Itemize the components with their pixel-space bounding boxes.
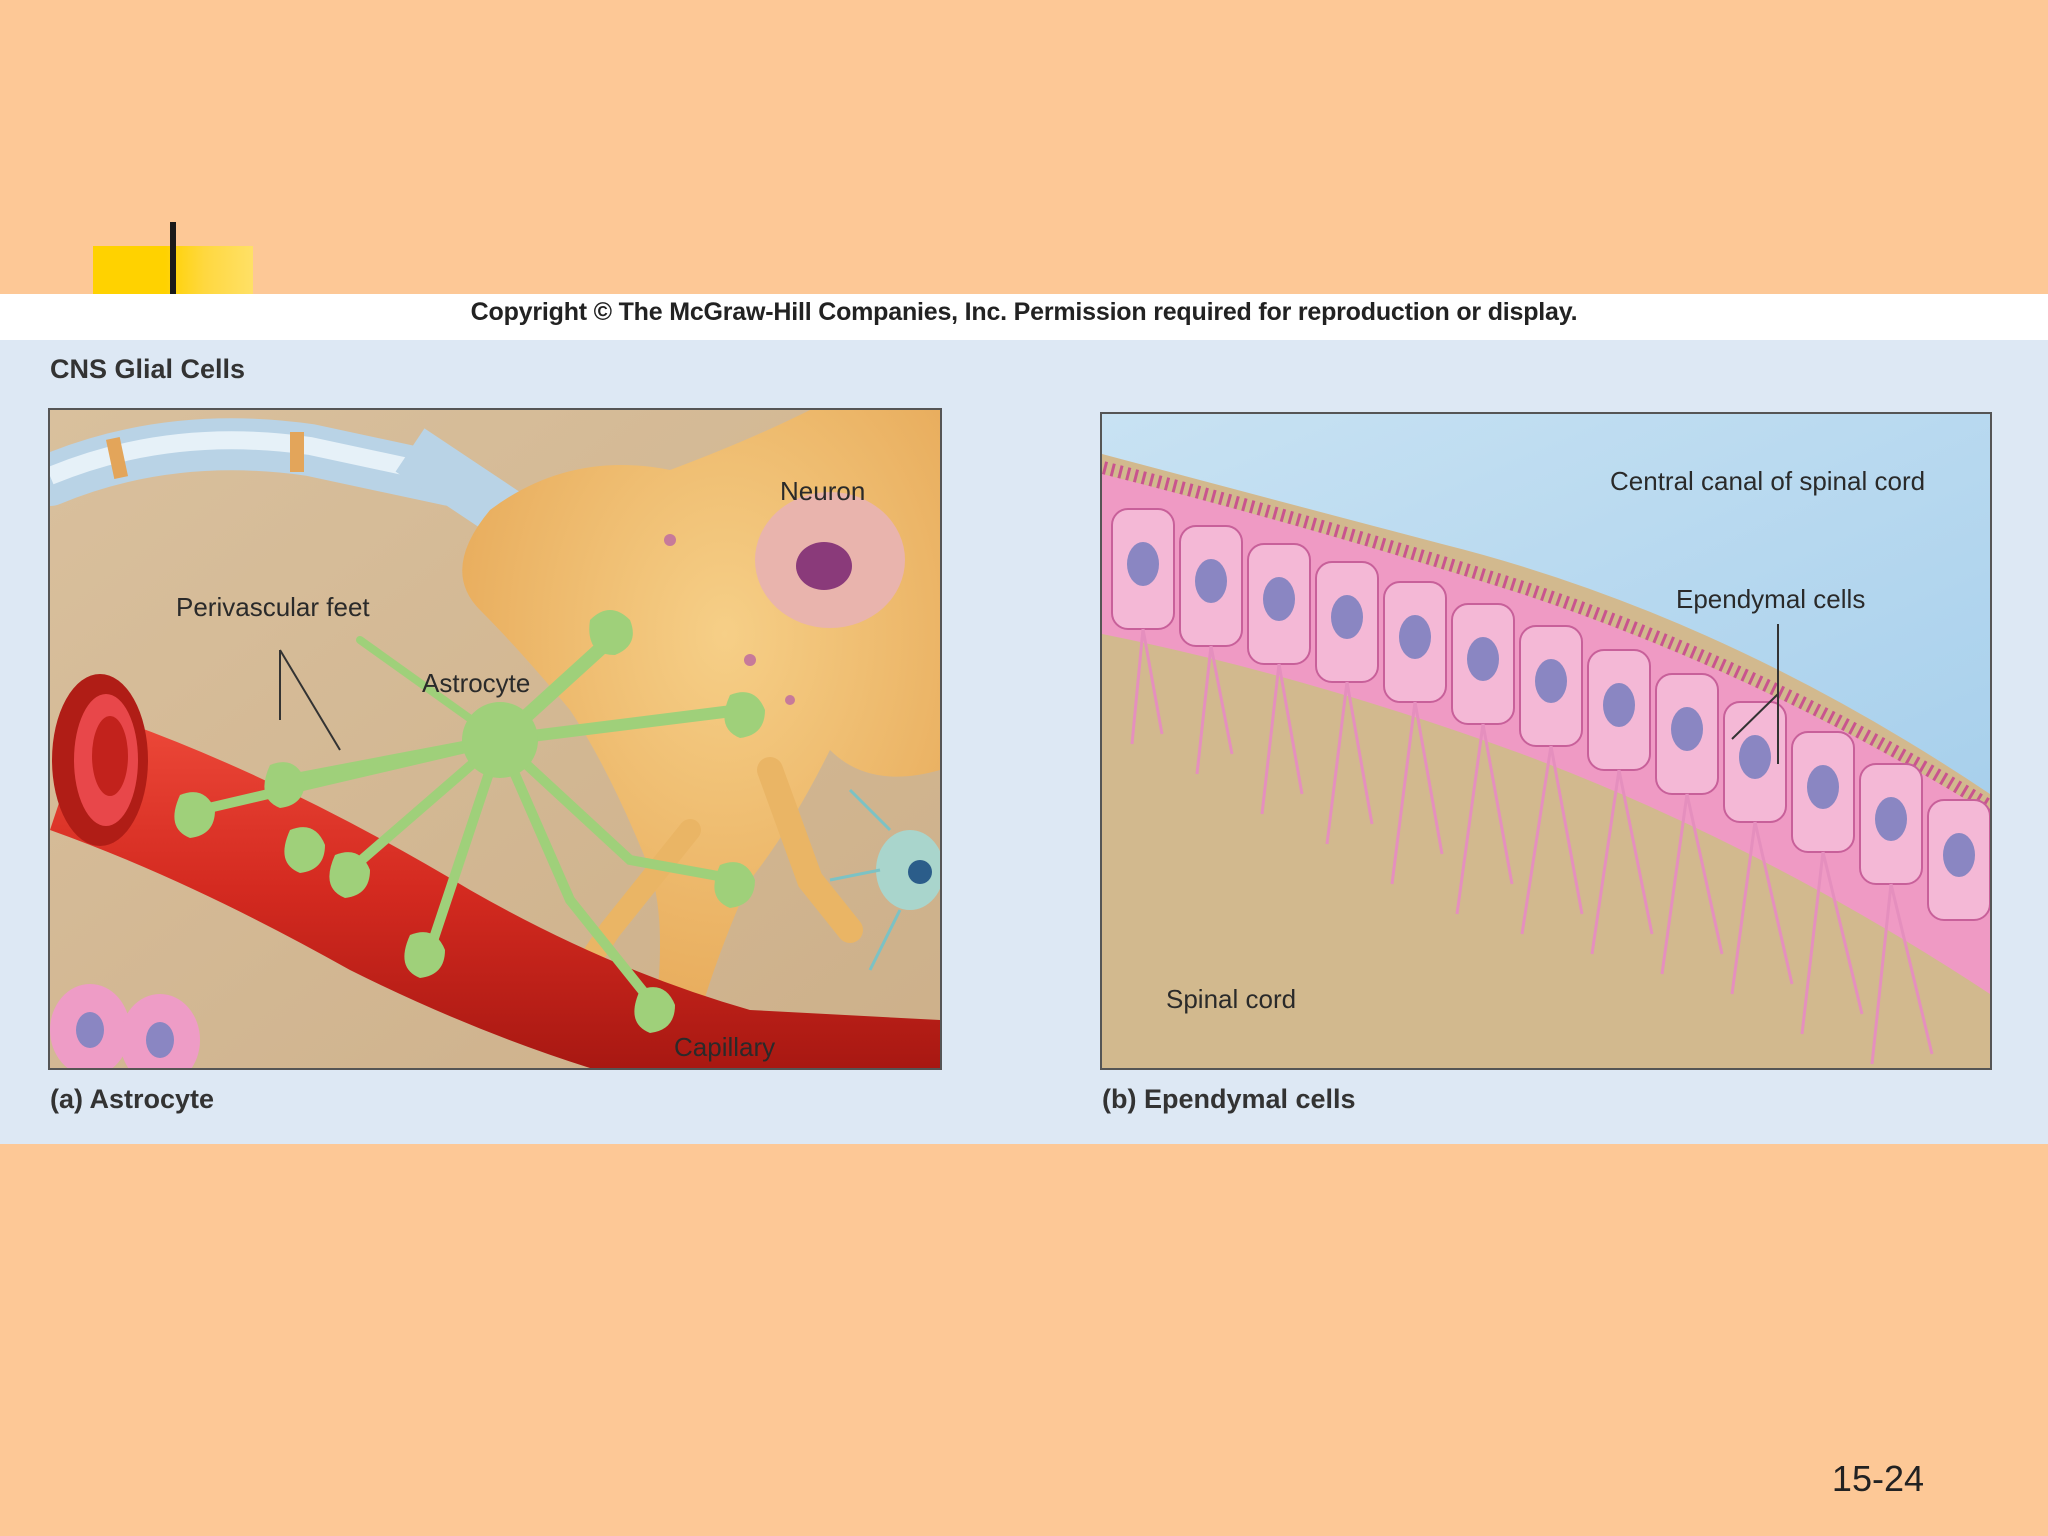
- copyright-notice: Copyright © The McGraw-Hill Companies, I…: [470, 298, 1578, 326]
- label-capillary: Capillary: [674, 1032, 775, 1062]
- panel-a-caption: (a) Astrocyte: [50, 1084, 215, 1114]
- perivascular-feet-shapes: [174, 610, 765, 1033]
- figure-area: CNS Glial Cells: [0, 340, 2048, 1144]
- ependymal-hint: [50, 984, 200, 1068]
- label-perivascular-feet: Perivascular feet: [176, 592, 370, 622]
- central-canal-region: [1102, 414, 1990, 794]
- ependymal-cells-leader: [1731, 624, 1779, 764]
- panel-ependymal: Central canal of spinal cord Ependymal c…: [1100, 412, 1992, 1070]
- panel-b-caption: (b) Ependymal cells: [1102, 1084, 1356, 1114]
- label-central-canal: Central canal of spinal cord: [1610, 466, 1925, 496]
- label-neuron: Neuron: [780, 476, 865, 506]
- label-ependymal-cells: Ependymal cells: [1676, 584, 1865, 614]
- ependymal-illustration: Central canal of spinal cord Ependymal c…: [1102, 414, 1990, 1068]
- slide-number: 15-24: [1831, 1458, 1924, 1499]
- ependymal-cell-row: [1102, 474, 1990, 1065]
- perivascular-feet-leader: [279, 649, 341, 751]
- title-accent-line: [170, 222, 176, 294]
- glial-cell-hint: [829, 788, 940, 971]
- label-spinal-cord: Spinal cord: [1166, 984, 1296, 1014]
- figure-title: CNS Glial Cells: [50, 354, 246, 384]
- astrocyte-illustration: Neuron Perivascular feet Astrocyte Capil…: [50, 410, 940, 1068]
- label-astrocyte: Astrocyte: [422, 668, 530, 698]
- copyright-band: [0, 294, 2048, 340]
- panel-astrocyte: Neuron Perivascular feet Astrocyte Capil…: [48, 408, 942, 1070]
